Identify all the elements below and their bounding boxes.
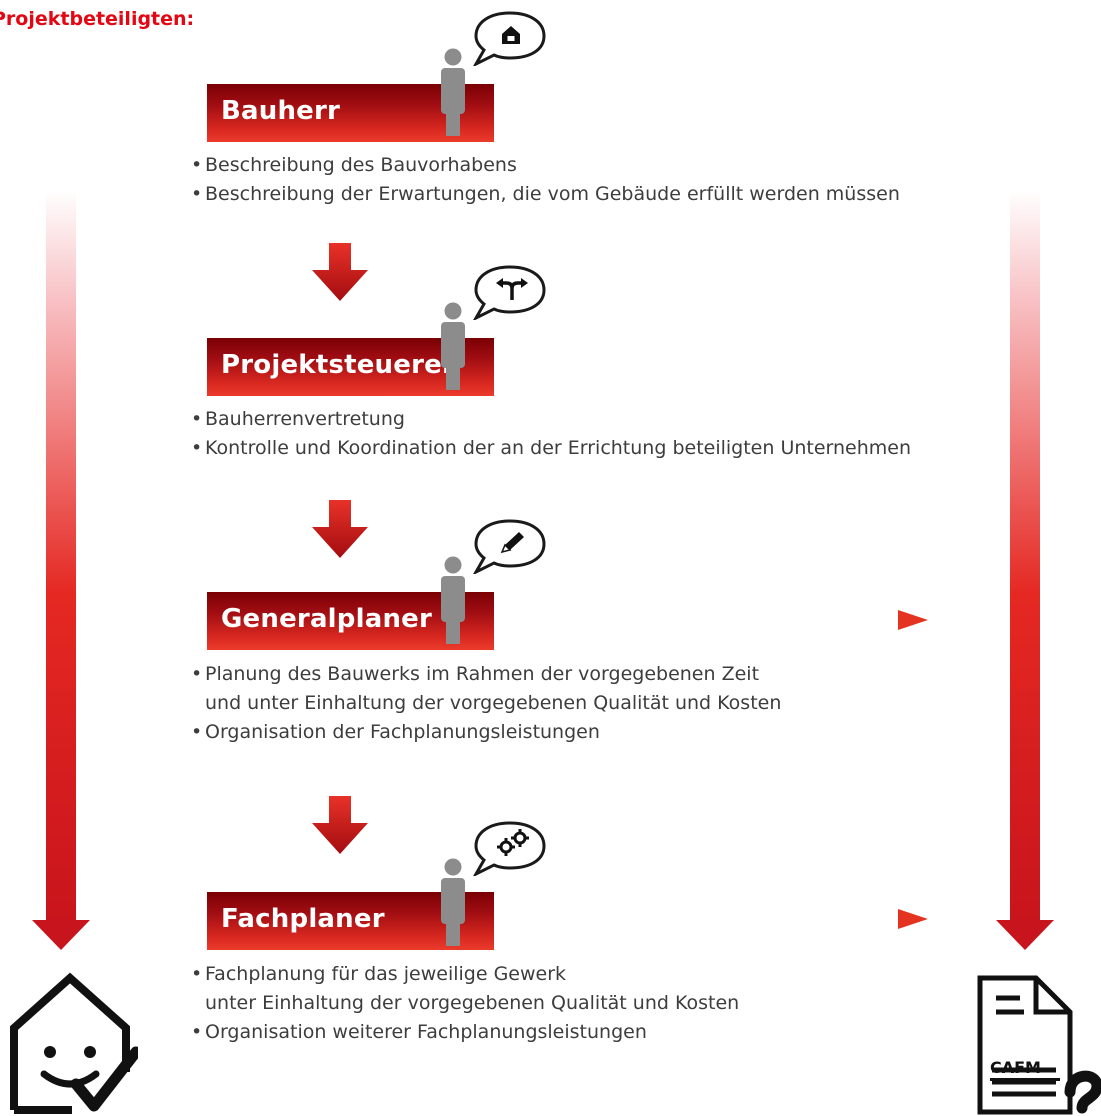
- role-title: Bauherr: [221, 96, 341, 126]
- pencil-icon: [500, 532, 524, 554]
- flow-down-arrow: [312, 500, 368, 558]
- bullet-list: •Planung des Bauwerks im Rahmen der vorg…: [191, 660, 781, 747]
- role-title: Generalplaner: [221, 604, 433, 634]
- role-title: Fachplaner: [221, 904, 385, 934]
- direction-arrows-icon: [496, 278, 528, 300]
- page-heading: Projektbeteiligten:: [0, 8, 195, 30]
- role-title: Projektsteuerer: [221, 350, 455, 380]
- person-icon: [441, 858, 465, 946]
- person-icon: [441, 48, 465, 136]
- document-label: CAFM: [990, 1059, 1060, 1081]
- right-timeline-arrow: [1010, 190, 1040, 925]
- bullet-item: •Bauherrenvertretung: [191, 408, 405, 430]
- bullet-item: •Kontrolle und Koordination der an der E…: [191, 437, 912, 459]
- bullet-item: •Organisation der Fachplanungsleistungen: [191, 721, 600, 743]
- bullet-list: •Bauherrenvertretung •Kontrolle und Koor…: [191, 405, 911, 463]
- bullet-item: •Organisation weiterer Fachplanungsleist…: [191, 1021, 647, 1043]
- person-icon: [441, 302, 465, 390]
- speech-bubble: [473, 265, 546, 320]
- bullet-item: •Planung des Bauwerks im Rahmen der vorg…: [191, 663, 782, 714]
- cafm-document-icon: [977, 975, 1101, 1115]
- bullet-item: •Beschreibung der Erwartungen, die vom G…: [191, 183, 900, 205]
- dotted-right-arrow: [514, 909, 928, 929]
- person-icon: [441, 556, 465, 644]
- flow-down-arrow: [312, 243, 368, 301]
- gears-icon: [497, 829, 529, 856]
- right-timeline-arrow-head: [996, 920, 1054, 950]
- bullet-list: •Beschreibung des Bauvorhabens •Beschrei…: [191, 151, 900, 209]
- left-timeline-arrow-head: [32, 920, 90, 950]
- house-icon: [502, 26, 520, 44]
- dotted-right-arrow: [514, 610, 928, 630]
- bullet-item: •Beschreibung des Bauvorhabens: [191, 154, 517, 176]
- happy-house-check-icon: [10, 972, 138, 1114]
- flow-down-arrow: [312, 796, 368, 854]
- left-timeline-arrow: [46, 190, 76, 925]
